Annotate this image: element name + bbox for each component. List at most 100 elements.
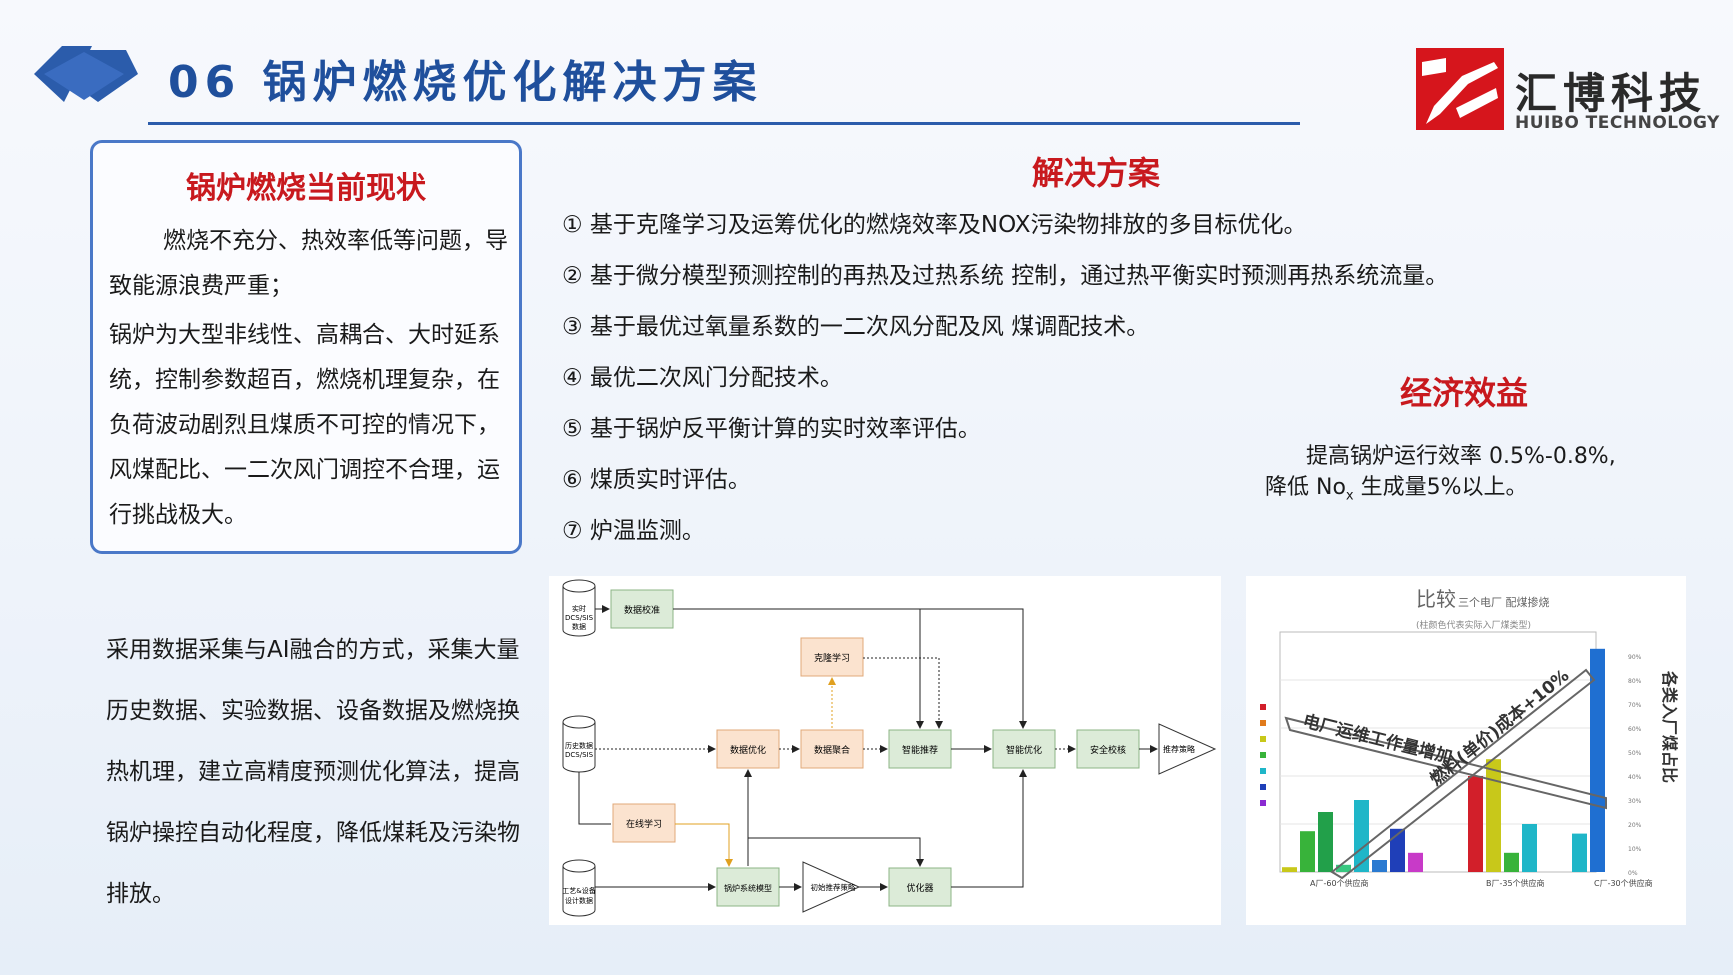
svg-text:克隆学习: 克隆学习: [814, 652, 850, 664]
benefit-line-2-post: 生成量5%以上。: [1353, 475, 1528, 500]
chart-ytick: 40%: [1628, 774, 1642, 781]
flow-diagram: 实时 DCS/SIS 数据 历史数据 DCS/SIS 工艺&设备 设计数据 数据…: [549, 576, 1221, 925]
coal-comparison-chart: 比较 三个电厂 配煤掺烧 (柱颜色代表实际入厂煤类型) 0% 10% 20% 30% 4…: [1246, 576, 1686, 925]
db-history: 历史数据 DCS/SIS: [562, 715, 596, 773]
chart-bar: [1354, 800, 1369, 872]
node-boiler-model: 锅炉系统模型: [716, 867, 780, 907]
svg-text:数据优化: 数据优化: [730, 744, 766, 756]
legend-swatch: [1260, 800, 1266, 806]
header-diamond-icon: [34, 46, 138, 102]
chart-bar: [1590, 648, 1605, 872]
legend-swatch: [1260, 704, 1266, 710]
legend-swatch: [1260, 752, 1266, 758]
svg-text:智能优化: 智能优化: [1006, 744, 1042, 756]
db-realtime-label-3: 数据: [572, 622, 586, 631]
benefit-line-2: 降低 Nox 生成量5%以上。: [1265, 469, 1528, 503]
node-optimizer: 优化器: [888, 867, 952, 907]
chart-bar: [1282, 867, 1297, 872]
flow-edges: [578, 605, 1158, 891]
chart-bar: [1372, 860, 1387, 872]
status-paragraph-1: 燃烧不充分、热效率低等问题，导致能源浪费严重；: [109, 228, 508, 299]
svg-text:优化器: 优化器: [906, 882, 933, 894]
status-paragraph-2: 锅炉为大型非线性、高耦合、大时延系统，控制参数超百，燃烧机理复杂，在负荷波动剧烈…: [109, 322, 500, 528]
solution-item: ⑥ 煤质实时评估。: [562, 467, 751, 493]
huibo-logo-icon: [1416, 48, 1504, 130]
chart-ylabel: 各类入厂煤占比: [1660, 670, 1679, 783]
db-realtime: 实时 DCS/SIS 数据: [562, 579, 596, 637]
db-history-label-2: DCS/SIS: [565, 751, 594, 759]
chart-bar: [1300, 831, 1315, 872]
chart-bar: [1408, 852, 1423, 872]
legend-swatch: [1260, 768, 1266, 774]
solution-item: ② 基于微分模型预测控制的再热及过热系统 控制，通过热平衡实时预测再热系统流量。: [562, 263, 1449, 289]
legend-swatch: [1260, 720, 1266, 726]
solution-item: ⑤ 基于锅炉反平衡计算的实时效率评估。: [562, 416, 981, 442]
node-smart-recommend: 智能推荐: [888, 729, 952, 769]
chart-bar: [1486, 759, 1501, 872]
legend-swatch: [1260, 784, 1266, 790]
node-data-aggregate: 数据聚合: [800, 729, 864, 769]
svg-text:锅炉系统模型: 锅炉系统模型: [724, 883, 772, 893]
node-data-optimize: 数据优化: [716, 729, 780, 769]
svg-text:推荐策略: 推荐策略: [1163, 744, 1195, 754]
node-strategy: 推荐策略: [1158, 723, 1217, 775]
chart-category-label: C厂-30个供应商: [1594, 878, 1653, 888]
chart-ytick: 60%: [1628, 726, 1642, 733]
svg-text:数据校准: 数据校准: [624, 604, 660, 616]
cost-arrow-icon: [1330, 668, 1596, 880]
chart-note: (柱颜色代表实际入厂煤类型): [1416, 619, 1531, 631]
chart-ytick: 90%: [1628, 654, 1642, 661]
chart-bar: [1504, 852, 1519, 872]
chart-ytick: 80%: [1628, 678, 1642, 685]
svg-text:安全校核: 安全校核: [1090, 744, 1126, 756]
chart-bar: [1522, 824, 1537, 872]
solution-list: ① 基于克隆学习及运筹优化的燃烧效率及NOX污染物排放的多目标优化。 ② 基于微…: [562, 200, 1448, 557]
chart-ytick: 70%: [1628, 702, 1642, 709]
status-box: 锅炉燃烧当前现状 燃烧不充分、热效率低等问题，导致能源浪费严重； 锅炉为大型非线…: [90, 140, 522, 554]
page-title: 06 锅炉燃烧优化解决方案: [168, 57, 763, 108]
solution-item: ④ 最优二次风门分配技术。: [562, 365, 843, 391]
node-online-learning: 在线学习: [612, 803, 676, 843]
chart-title: 比较: [1416, 587, 1456, 611]
chart-svg: 比较 三个电厂 配煤掺烧 (柱颜色代表实际入厂煤类型) 0% 10% 20% 30% 4…: [1260, 587, 1679, 888]
chart-ytick: 50%: [1628, 750, 1642, 757]
db-design-label-2: 设计数据: [565, 896, 593, 905]
svg-text:初始推荐策略: 初始推荐策略: [811, 882, 856, 892]
chart-ytick: 0%: [1628, 870, 1638, 877]
chart-bar: [1468, 776, 1483, 872]
solution-title: 解决方案: [1032, 154, 1161, 192]
chart-legend: [1260, 704, 1266, 806]
legend-swatch: [1260, 736, 1266, 742]
chart-category-label: A厂-60个供应商: [1310, 878, 1369, 888]
chart-bar: [1318, 812, 1333, 872]
benefit-line-2-sub: x: [1345, 488, 1354, 504]
chart-subtitle: 三个电厂 配煤掺烧: [1458, 595, 1550, 609]
chart-ytick: 20%: [1628, 822, 1642, 829]
chart-ytick: 30%: [1628, 798, 1642, 805]
header-divider: [148, 122, 1300, 125]
chart-bar: [1336, 864, 1351, 872]
solution-item: ⑦ 炉温监测。: [562, 518, 705, 544]
db-realtime-label-2: DCS/SIS: [565, 614, 594, 622]
chart-bars: [1282, 648, 1605, 872]
node-calibration: 数据校准: [610, 589, 674, 629]
chart-bar: [1572, 833, 1587, 872]
solution-item: ① 基于克隆学习及运筹优化的燃烧效率及NOX污染物排放的多目标优化。: [562, 212, 1307, 238]
chart-ytick: 10%: [1628, 846, 1642, 853]
status-title: 锅炉燃烧当前现状: [186, 171, 426, 206]
solution-item: ③ 基于最优过氧量系数的一二次风分配及风 煤调配技术。: [562, 314, 1150, 340]
method-paragraph: 采用数据采集与AI融合的方式，采集大量历史数据、实验数据、设备数据及燃烧换热机理…: [106, 637, 520, 907]
chart-bar: [1390, 828, 1405, 872]
benefit-line-2-pre: 降低 No: [1265, 475, 1346, 500]
workload-arrow-icon: [1284, 716, 1607, 810]
node-smart-optimize: 智能优化: [992, 729, 1056, 769]
db-history-label-1: 历史数据: [565, 741, 593, 750]
logo-text: 汇博科技: [1515, 69, 1708, 118]
db-design: 工艺&设备 设计数据: [562, 859, 596, 917]
chart-ticks: 0% 10% 20% 30% 40% 50% 60% 70% 80% 90%: [1628, 654, 1642, 877]
svg-text:数据聚合: 数据聚合: [814, 744, 850, 756]
svg-text:智能推荐: 智能推荐: [902, 744, 938, 756]
node-clone-learning: 克隆学习: [800, 637, 864, 677]
svg-text:在线学习: 在线学习: [626, 818, 662, 830]
